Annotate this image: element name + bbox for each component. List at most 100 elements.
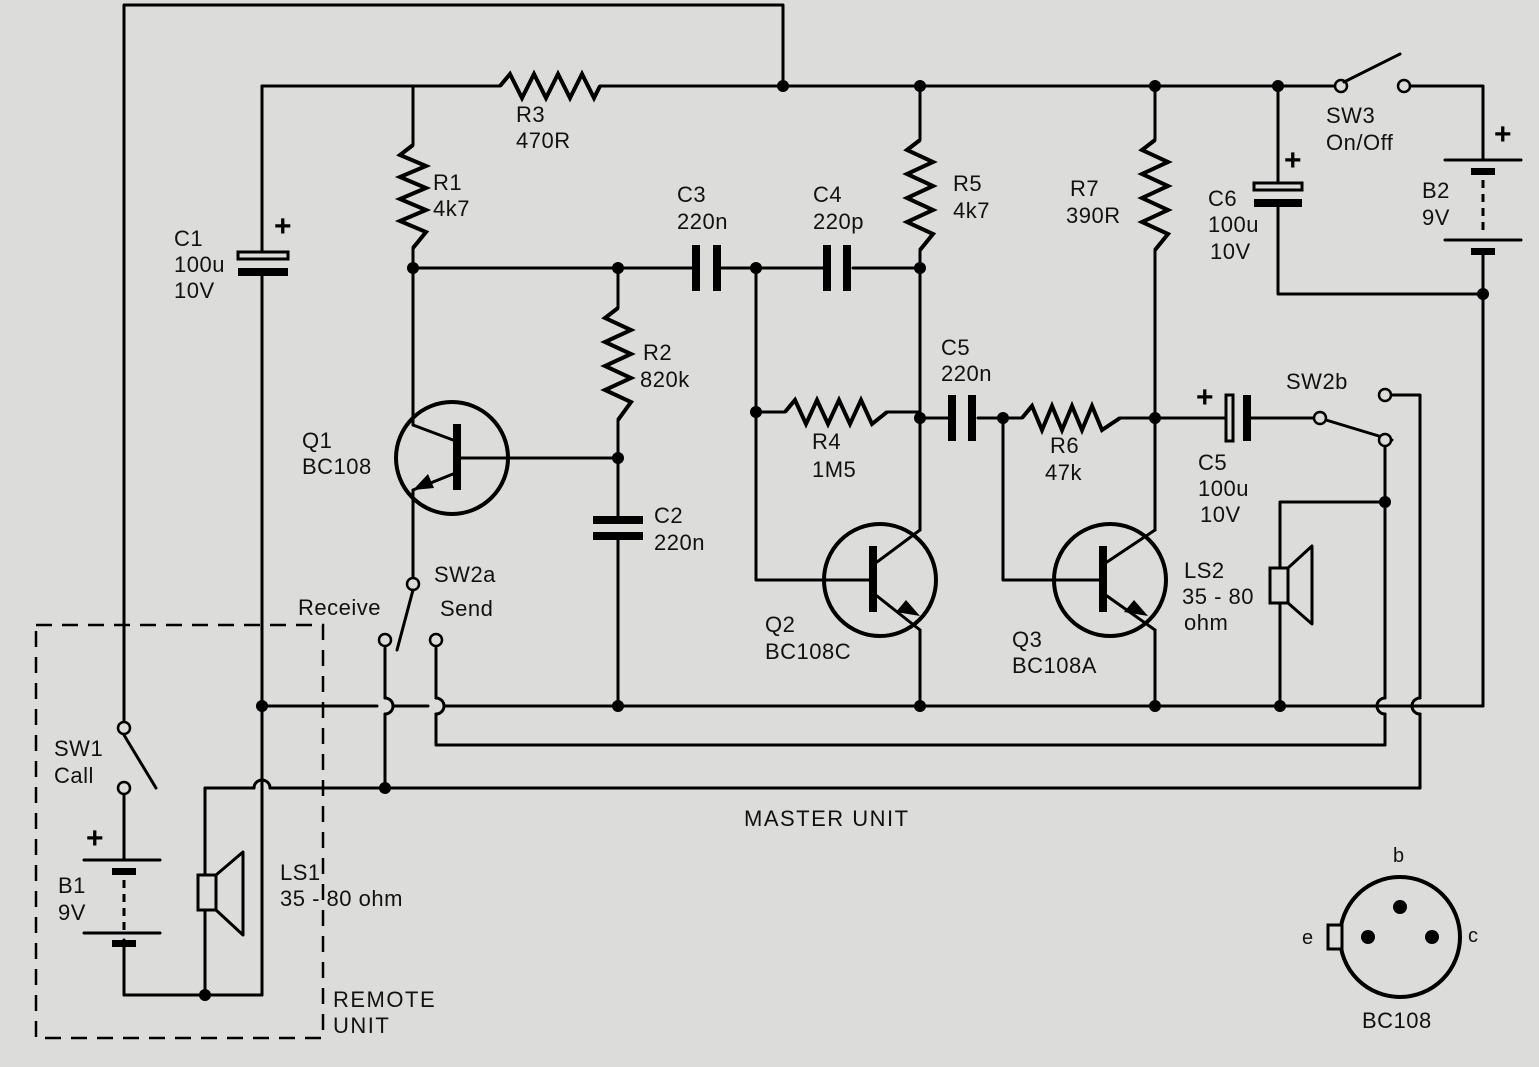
- label-c2-name: C2: [654, 503, 683, 528]
- transistor-q2: [822, 522, 938, 638]
- loudspeakers: [196, 544, 1314, 937]
- plus-b1: +: [86, 822, 104, 855]
- label-sw2a-receive: Receive: [298, 595, 381, 620]
- label-r7-value: 390R: [1066, 203, 1121, 228]
- switch-sw3: [1333, 52, 1412, 94]
- label-r3-name: R3: [516, 102, 545, 127]
- label-c4-name: C4: [813, 182, 842, 207]
- pinout-label-c: c: [1468, 925, 1478, 947]
- label-c5-100u-voltage: 10V: [1200, 502, 1241, 527]
- switch-sw2b: [1312, 387, 1394, 448]
- resistor-r3: [498, 69, 602, 103]
- label-r2-value: 820k: [640, 367, 690, 392]
- label-sw3-name: SW3: [1326, 103, 1375, 128]
- label-c6-voltage: 10V: [1210, 239, 1251, 264]
- remote-unit-boundary: [34, 623, 325, 1040]
- label-sw1-name: SW1: [54, 736, 103, 761]
- label-sw1-function: Call: [54, 763, 94, 788]
- junctions: [199, 80, 1489, 1001]
- label-b1-voltage: 9V: [58, 900, 86, 925]
- plus-c6: +: [1284, 144, 1302, 177]
- label-remote-unit-line1: REMOTE: [333, 987, 436, 1012]
- label-q2-name: Q2: [765, 612, 795, 637]
- label-sw2a-name: SW2a: [434, 562, 496, 587]
- label-r3-value: 470R: [516, 128, 571, 153]
- label-r4-value: 1M5: [812, 457, 856, 482]
- loudspeaker-ls2: [1268, 544, 1314, 626]
- label-r6-value: 47k: [1045, 460, 1082, 485]
- capacitor-c2: [593, 516, 643, 540]
- resistor-r7: [1137, 138, 1173, 252]
- pinout-label-e: e: [1302, 927, 1313, 949]
- plus-c1: +: [274, 210, 292, 243]
- component-labels: R1 4k7 R2 820k R3 470R R4 1M5 R5 4k7 R6 …: [54, 102, 1450, 1038]
- polarity-marks: + + + + +: [86, 118, 1512, 855]
- label-q3-name: Q3: [1012, 627, 1042, 652]
- wires: [122, 3, 1485, 997]
- label-c3-name: C3: [677, 182, 706, 207]
- resistor-r1: [394, 143, 432, 250]
- capacitors: [236, 181, 1304, 540]
- label-q1-name: Q1: [302, 428, 332, 453]
- resistors: [394, 69, 1173, 436]
- label-b2-name: B2: [1422, 178, 1450, 203]
- label-q1-type: BC108: [302, 454, 372, 479]
- pinout-label-b: b: [1393, 845, 1404, 867]
- label-sw3-function: On/Off: [1326, 130, 1394, 155]
- capacitor-c5-220n: [948, 395, 976, 441]
- label-ls2-impedance: 35 - 80: [1182, 584, 1254, 609]
- capacitor-c6: [1252, 181, 1304, 207]
- resistor-r4: [783, 395, 889, 429]
- label-b1-name: B1: [58, 873, 86, 898]
- label-c2-value: 220n: [654, 530, 705, 555]
- label-ls1-impedance: 35 - 80 ohm: [280, 886, 403, 911]
- resistor-r2: [600, 306, 636, 422]
- pinout-title: BC108: [1362, 1008, 1432, 1033]
- battery-b1: [82, 858, 162, 947]
- capacitor-c5-100u: [1224, 393, 1251, 443]
- bc108-pinout: b c e BC108: [1302, 845, 1478, 1033]
- label-c6-value: 100u: [1208, 212, 1259, 237]
- capacitor-c1: [236, 250, 290, 276]
- switch-sw1: [116, 720, 158, 796]
- label-c5-100u-value: 100u: [1198, 476, 1249, 501]
- label-sw2b-name: SW2b: [1286, 369, 1348, 394]
- label-q3-type: BC108A: [1012, 653, 1097, 678]
- label-ls2-name: LS2: [1184, 558, 1225, 583]
- label-b2-voltage: 9V: [1422, 205, 1450, 230]
- label-ls2-unit: ohm: [1184, 610, 1228, 635]
- label-c5-220n-name: C5: [941, 335, 970, 360]
- label-q2-type: BC108C: [765, 639, 851, 664]
- label-c3-value: 220n: [677, 209, 728, 234]
- switch-sw2a: [377, 576, 444, 652]
- battery-b2: [1443, 158, 1523, 255]
- label-r1-name: R1: [433, 170, 462, 195]
- label-remote-unit-line2: UNIT: [333, 1013, 390, 1038]
- label-c6-name: C6: [1208, 186, 1237, 211]
- label-r2-name: R2: [643, 340, 672, 365]
- label-c5-220n-value: 220n: [941, 361, 992, 386]
- plus-b2: +: [1494, 118, 1512, 151]
- transistors: [394, 400, 1168, 638]
- transistor-q3: [1052, 522, 1168, 638]
- switches: [116, 52, 1412, 796]
- label-master-unit: MASTER UNIT: [744, 806, 910, 831]
- label-c5-100u-name: C5: [1198, 450, 1227, 475]
- label-r7-name: R7: [1070, 176, 1099, 201]
- label-c1-voltage: 10V: [174, 278, 215, 303]
- label-ls1-name: LS1: [280, 860, 321, 885]
- resistor-r5: [902, 138, 938, 252]
- capacitor-c3: [692, 245, 721, 291]
- label-r6-name: R6: [1050, 433, 1079, 458]
- label-c1-value: 100u: [174, 252, 225, 277]
- label-c1-name: C1: [174, 226, 203, 251]
- batteries: [82, 158, 1523, 947]
- label-sw2a-send: Send: [440, 596, 493, 621]
- label-r5-value: 4k7: [953, 198, 990, 223]
- label-r1-value: 4k7: [433, 196, 470, 221]
- label-r5-name: R5: [953, 171, 982, 196]
- plus-c5-100u: +: [1196, 381, 1214, 414]
- label-r4-name: R4: [812, 429, 841, 454]
- label-c4-value: 220p: [813, 209, 864, 234]
